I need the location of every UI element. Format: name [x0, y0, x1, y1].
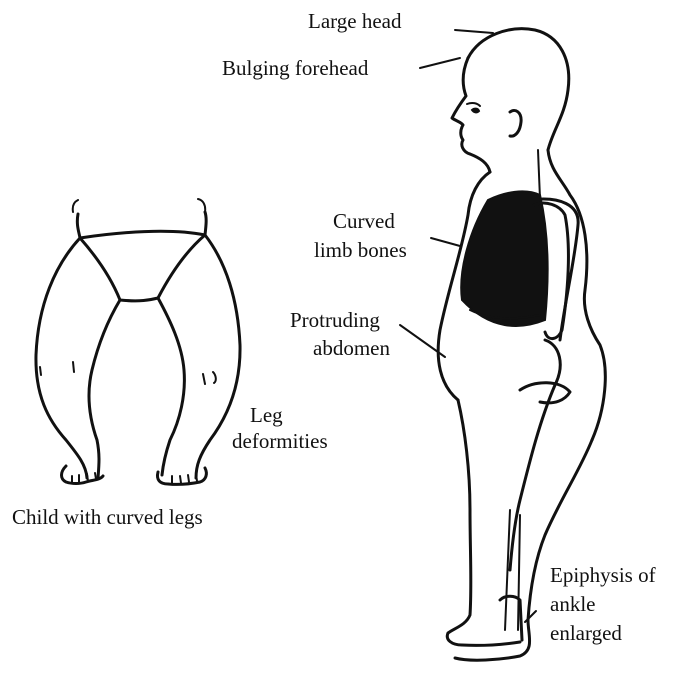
- label-limb-bones-line2: limb bones: [314, 238, 407, 262]
- ear: [510, 110, 521, 136]
- shin-bones: [505, 510, 520, 630]
- label-ankle-line2: ankle: [550, 592, 595, 616]
- label-enlarged-line3: enlarged: [550, 621, 622, 645]
- limb-bones-pointer: [431, 238, 460, 246]
- label-child-caption: Child with curved legs: [12, 505, 203, 529]
- femur-bone: [510, 340, 560, 570]
- eye: [472, 109, 479, 113]
- back-outline: [548, 150, 605, 440]
- label-epiphysis-line1: Epiphysis of: [550, 563, 656, 587]
- label-large-head: Large head: [308, 9, 401, 33]
- face-profile: [452, 58, 490, 172]
- ribcage: [461, 191, 547, 326]
- knee-joint: [520, 383, 570, 403]
- label-protruding-line1: Protruding: [290, 308, 380, 332]
- label-curved-line1: Curved: [333, 209, 395, 233]
- forehead-pointer: [420, 58, 460, 68]
- label-abdomen-line2: abdomen: [313, 336, 390, 360]
- label-leg-line1: Leg: [250, 403, 283, 427]
- large-head-pointer: [455, 30, 493, 33]
- label-deformities-line2: deformities: [232, 429, 328, 453]
- ankle-pointer: [525, 611, 536, 622]
- eyebrow: [467, 103, 480, 106]
- label-bulging-forehead: Bulging forehead: [222, 56, 368, 80]
